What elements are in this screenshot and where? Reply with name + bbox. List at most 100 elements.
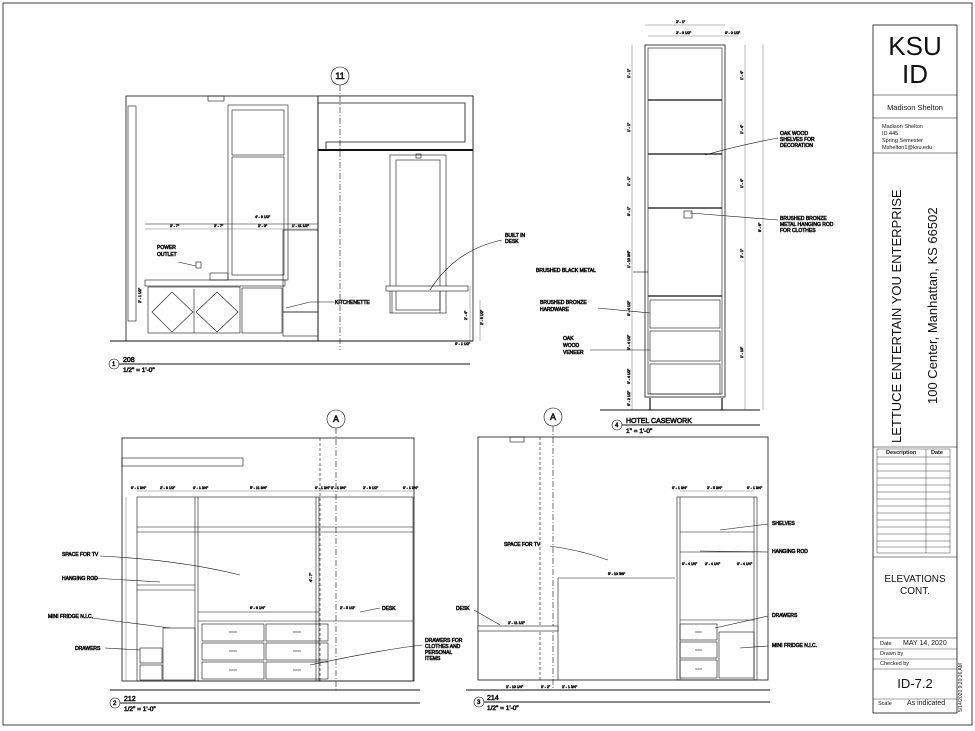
dim-212: 2' - 9 1/2" bbox=[363, 486, 379, 490]
dim-212: 2' - 5 1/2" bbox=[340, 606, 356, 610]
dim-208: 2' - 4" bbox=[464, 310, 468, 320]
dim-208: 2' - 6 1/2" bbox=[480, 309, 484, 325]
label-black-metal: BRUSHED BLACK METAL bbox=[536, 268, 596, 274]
view-scale: 1/2" = 1'-0" bbox=[123, 367, 155, 374]
dim-214: 2' - 11 1/2" bbox=[508, 621, 526, 625]
label-drawers-clothes: DRAWERS FOR bbox=[425, 638, 463, 644]
view-scale: 1/2" = 1'-0" bbox=[487, 705, 519, 712]
scale-value: As indicated bbox=[907, 700, 946, 707]
view-title: 212 bbox=[124, 696, 136, 703]
dim-214: 5' - 10 5/8" bbox=[608, 572, 626, 576]
label-veneer: VENEER bbox=[563, 350, 584, 356]
view-title: 214 bbox=[487, 695, 499, 702]
dim-casework: 1' - 4" bbox=[740, 70, 744, 80]
label-veneer: WOOD bbox=[563, 343, 579, 349]
dim-casework: 1' - 4" bbox=[740, 178, 744, 188]
dim-214: 0' - 1 3/4" bbox=[747, 486, 763, 490]
dim-212: 0' - 1 3/4" bbox=[131, 486, 147, 490]
label-outlet: OUTLET bbox=[157, 252, 177, 258]
label-space-for-tv: SPACE FOR TV bbox=[62, 552, 99, 558]
label-mini-fridge: MINI FRIDGE N.I.C. bbox=[48, 614, 93, 620]
dim-casework: 2' - 1" bbox=[676, 20, 686, 24]
dim-212: 6' - 6 1/4" bbox=[250, 606, 266, 610]
dim-214: 0' - 2" bbox=[541, 685, 551, 689]
dim-casework: 0' - 2 1/2" bbox=[627, 390, 631, 406]
checked-by-label: Checked by bbox=[880, 661, 910, 667]
label-hanging-rod: HANGING ROD bbox=[772, 549, 808, 555]
sheet-title: ELEVATIONS CONT. bbox=[884, 574, 946, 597]
dim-214: 0' - 1 3/4" bbox=[672, 486, 688, 490]
view-title: HOTEL CASEWORK bbox=[626, 418, 692, 425]
project-address: 100 Center, Manhattan, KS 66502 bbox=[925, 207, 940, 404]
dim-208: 4' - 9 1/2" bbox=[255, 215, 271, 219]
label-drawers-clothes: ITEMS bbox=[425, 656, 441, 662]
dim-casework: 0' - 4 1/2" bbox=[627, 368, 631, 384]
label-hardware: HARDWARE bbox=[540, 307, 570, 313]
date-value: MAY 14, 2020 bbox=[903, 640, 947, 647]
elevation-208 bbox=[110, 66, 503, 350]
label-built-in: BUILT IN bbox=[505, 233, 525, 239]
designer-info-line: ID 445 bbox=[882, 131, 899, 137]
dim-212: 5' - 11 3/4" bbox=[250, 486, 268, 490]
dim-208: 2' - 7" bbox=[214, 224, 224, 228]
dim-208: 2' - 1 1/2" bbox=[138, 287, 142, 303]
dim-212: 0' - 1 3/4" bbox=[331, 486, 347, 490]
project-name: LETTUCE ENTERTAIN YOU ENTERPRISE bbox=[889, 189, 904, 443]
view-number: 2 bbox=[113, 701, 117, 707]
label-mini-fridge: MINI FRIDGE N.I.C. bbox=[772, 643, 817, 649]
grid-label-11: 11 bbox=[335, 71, 344, 81]
label-drawers: DRAWERS bbox=[772, 613, 798, 619]
label-drawers-clothes: PERSONAL bbox=[425, 650, 452, 656]
view-number: 1 bbox=[112, 362, 116, 368]
dim-casework: 0' - 4 1/2" bbox=[627, 300, 631, 316]
dim-casework: 1' - 10 3/4" bbox=[627, 250, 631, 268]
dim-casework: 0' - 1" bbox=[627, 206, 631, 216]
label-shelves: SHELVES bbox=[772, 521, 795, 527]
drawn-by-label: Drawn by bbox=[880, 651, 904, 657]
label-hanging-rod: HANGING ROD bbox=[62, 576, 98, 582]
label-desk: DESK bbox=[505, 239, 519, 245]
label-oak-shelves: OAK WOOD bbox=[780, 131, 808, 137]
grid-label-a: A bbox=[550, 412, 556, 422]
elevation-212 bbox=[91, 409, 423, 691]
elevation-214 bbox=[466, 407, 770, 691]
date-label: Date bbox=[880, 641, 892, 647]
dim-casework: 1' - 1" bbox=[627, 176, 631, 186]
dim-casework: 2' - 1" bbox=[740, 248, 744, 258]
dim-casework: 1' - 1" bbox=[627, 68, 631, 78]
title-block-frame bbox=[872, 24, 958, 714]
dim-208: 1' - 11 1/2" bbox=[292, 224, 310, 228]
view-number: 3 bbox=[477, 700, 481, 706]
view-scale: 1/2" = 1'-0" bbox=[124, 706, 156, 713]
revision-table bbox=[876, 448, 951, 554]
dim-212: 0' - 1 3/4" bbox=[403, 486, 419, 490]
dim-208: 2' - 7" bbox=[170, 224, 180, 228]
revision-header-date: Date bbox=[931, 450, 943, 456]
designer-info-line: Spring Semester bbox=[882, 138, 923, 144]
print-timestamp: 5/14/2020 9:20:26 AM bbox=[958, 663, 964, 712]
dim-casework: 2' - 0 1/2" bbox=[676, 31, 692, 35]
label-desk: DESK bbox=[456, 606, 470, 612]
grid-label-a: A bbox=[333, 414, 339, 424]
label-desk: DESK bbox=[382, 606, 396, 612]
dim-214: 2' - 10 1/4" bbox=[506, 685, 524, 689]
dim-casework: 1' - 10" bbox=[740, 346, 744, 358]
label-hardware: BRUSHED BRONZE bbox=[540, 300, 587, 306]
sheet-info-rows bbox=[873, 648, 957, 700]
dim-212: 0' - 1 3/4" bbox=[193, 486, 209, 490]
label-veneer: OAK bbox=[563, 336, 574, 342]
label-oak-shelves: DECORATION bbox=[780, 143, 813, 149]
dim-214: 0' - 4 1/4" bbox=[737, 562, 753, 566]
elevation-hotel-casework bbox=[590, 24, 779, 411]
revision-header-description: Description bbox=[886, 450, 917, 456]
designer-info-line: Mshelton1@ksu.edu bbox=[882, 145, 933, 151]
label-space-for-tv: SPACE FOR TV bbox=[504, 542, 541, 548]
label-drawers: DRAWERS bbox=[75, 646, 101, 652]
dim-casework: 1' - 4" bbox=[740, 124, 744, 134]
view-number: 4 bbox=[615, 423, 619, 429]
dim-214: 0' - 4 1/4" bbox=[682, 562, 698, 566]
label-hanging-rod: BRUSHED BRONZE bbox=[780, 216, 827, 222]
label-hanging-rod: FOR CLOTHES bbox=[780, 228, 816, 234]
dim-212: 2' - 8 1/2" bbox=[160, 486, 176, 490]
